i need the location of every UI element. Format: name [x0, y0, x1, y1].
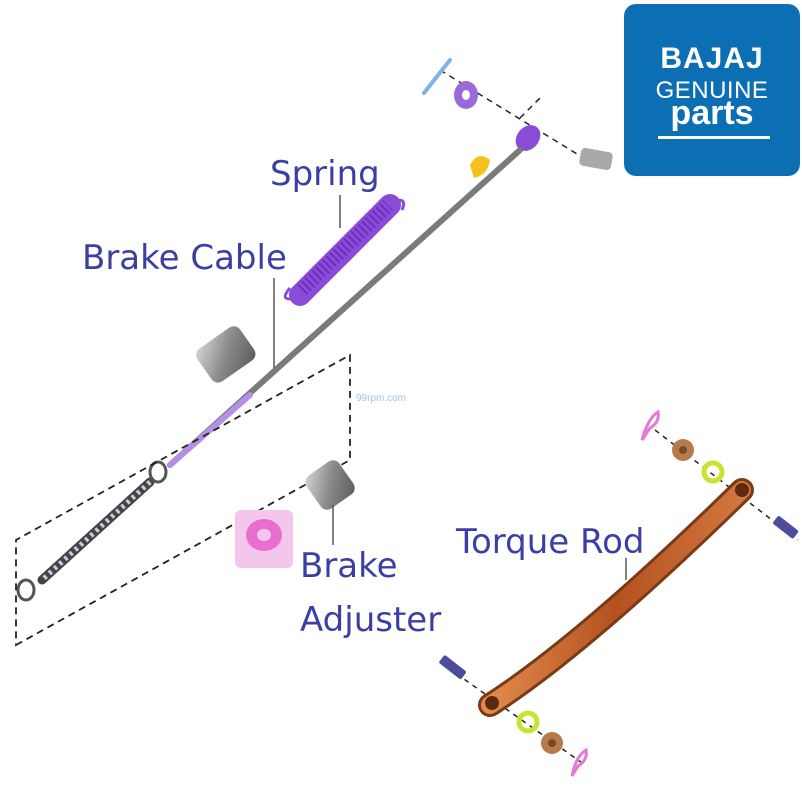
cable-end-top	[515, 125, 541, 151]
label-brake-adjuster-line1: Brake	[300, 546, 398, 586]
logo-underline	[658, 136, 770, 139]
top-dash-line	[439, 69, 596, 166]
logo-genuine: GENUINE	[655, 77, 769, 104]
yellow-fitting	[470, 156, 490, 178]
nut-lower	[148, 460, 168, 484]
watermark: 99rpm.com	[356, 393, 407, 404]
top-dash-bracket	[519, 97, 541, 119]
clip-top	[422, 58, 452, 95]
label-brake-cable: Brake Cable	[82, 238, 287, 278]
bolt-torque-top	[773, 516, 799, 539]
logo-brand: BAJAJ	[660, 42, 764, 75]
pin-clip-top	[640, 409, 660, 441]
bush-torque-bottom	[516, 710, 540, 734]
logo-parts: parts	[670, 94, 754, 132]
label-torque-rod: Torque Rod	[456, 522, 645, 562]
bolt-torque-bottom	[439, 655, 466, 679]
spring	[283, 194, 406, 306]
pin-clip-bottom	[570, 747, 588, 777]
brake-cable-purple	[167, 392, 253, 468]
pin-top	[579, 147, 613, 171]
torque-rod	[478, 478, 754, 717]
label-spring: Spring	[270, 154, 380, 194]
label-brake-adjuster-line2: Adjuster	[300, 600, 442, 640]
washer-lower	[16, 578, 36, 602]
cable-boot	[196, 326, 256, 383]
bajaj-genuine-parts-logo: BAJAJ GENUINE parts	[624, 4, 800, 176]
brake-adjuster	[305, 460, 355, 510]
bush-torque-top	[701, 460, 725, 484]
